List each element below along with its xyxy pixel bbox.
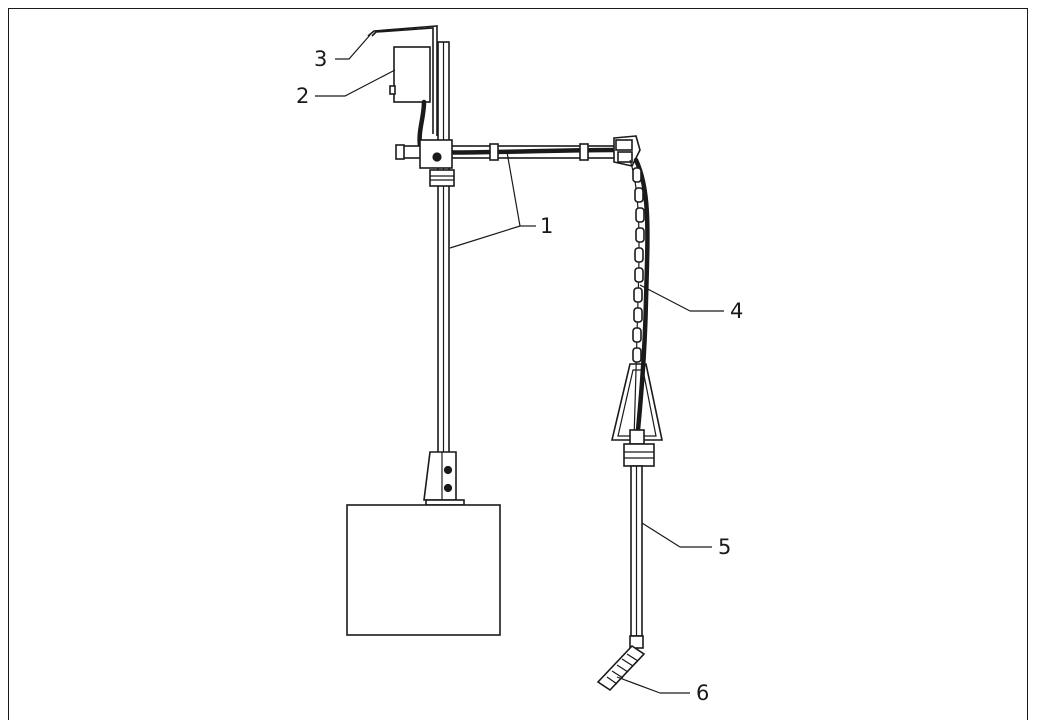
figure-frame — [8, 8, 1028, 720]
mast-clamp — [419, 139, 455, 187]
callout-3: 3 — [314, 47, 327, 71]
base-bracket — [423, 451, 465, 506]
leader-lines — [315, 34, 724, 694]
callout-2: 2 — [296, 84, 309, 108]
callout-6: 6 — [696, 681, 709, 705]
suction-pipe — [629, 465, 644, 649]
callout-1: 1 — [540, 214, 553, 238]
strainer — [596, 644, 646, 692]
sampler-housing — [389, 46, 431, 103]
base-block — [346, 504, 501, 636]
weather-hood — [367, 25, 438, 136]
callout-5: 5 — [718, 535, 731, 559]
vertical-mast — [437, 41, 450, 503]
hanger-bracket — [610, 363, 663, 467]
hose-and-chain — [629, 157, 650, 443]
callout-4: 4 — [730, 299, 743, 323]
